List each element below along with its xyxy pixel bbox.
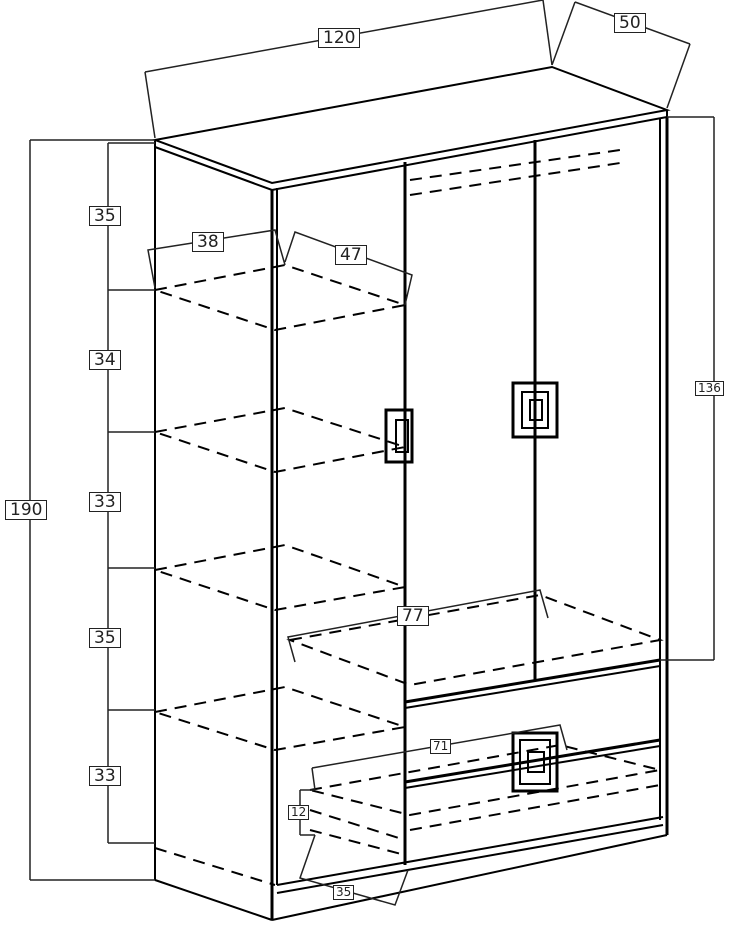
dim-depth-label: 50 — [614, 13, 646, 33]
wardrobe-top — [151, 65, 671, 192]
dim-drawer-height-label: 12 — [288, 805, 310, 820]
dim-shelf-4-label: 35 — [89, 628, 121, 648]
drawer-handle — [511, 731, 559, 793]
dim-shelf-5-label: 33 — [89, 766, 121, 786]
dim-shelf-3-label: 33 — [89, 492, 121, 512]
door-handle-left — [384, 408, 414, 464]
door-handle-right — [511, 381, 559, 439]
dim-height-label: 190 — [5, 500, 48, 520]
dim-door-height-label: 136 — [695, 381, 724, 396]
dim-shelf-1-label: 35 — [89, 206, 121, 226]
dim-drawer-depth-label: 35 — [333, 885, 355, 900]
shelves — [151, 263, 664, 886]
dim-drawer-width-label: 71 — [430, 739, 452, 754]
wardrobe-body — [154, 117, 669, 921]
dim-shelf-depth-label: 47 — [335, 245, 367, 265]
hanging-rail — [409, 149, 621, 196]
dim-rail-width-label: 77 — [397, 606, 429, 626]
dim-shelf-2-label: 34 — [89, 350, 121, 370]
dim-width-label: 120 — [318, 28, 361, 48]
dim-shelf-width-label: 38 — [192, 232, 224, 252]
